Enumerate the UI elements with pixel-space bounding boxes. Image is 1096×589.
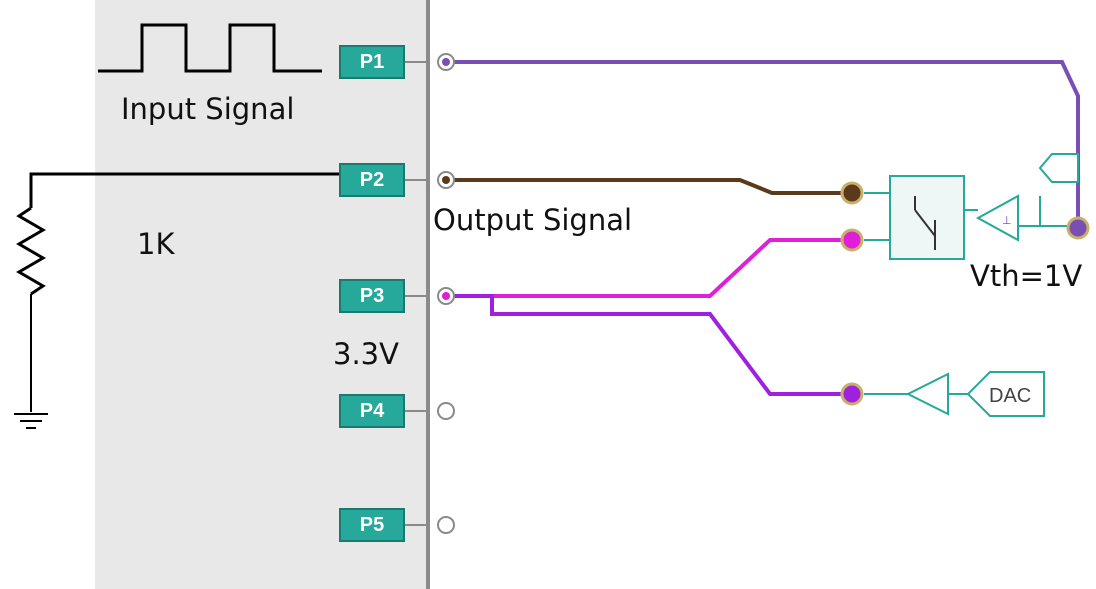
comparator-icon[interactable] [975,153,1079,242]
threshold-label: Vth=1V [970,259,1083,293]
wire-p1-to-comparator [446,60,1080,226]
ground-icon [14,413,48,429]
output-signal-label: Output Signal [433,203,633,237]
pin-p3[interactable]: P3 [339,279,405,313]
resistor-icon [16,206,46,296]
switch-input-connector[interactable] [840,181,864,205]
wire-p3-to-switch [446,238,852,298]
wire-p3-to-dac [446,294,852,396]
square-wave-icon [98,23,322,73]
dac-label: DAC [989,385,1031,407]
wire-p2-to-switch [446,178,852,195]
switch-block[interactable] [864,175,978,260]
pin-bus-line [426,0,430,589]
switch-control-connector[interactable] [840,228,864,252]
voltage-label: 3.3V [333,337,399,371]
dac-output-connector[interactable] [840,382,864,406]
input-signal-label: Input Signal [121,92,295,126]
comparator-symbol: ⊥ [1002,215,1012,227]
pin-p5-connector[interactable] [437,516,455,534]
dac-block[interactable] [864,371,1045,417]
p2-external-wire [29,172,339,208]
pin-p2[interactable]: P2 [339,163,405,197]
comparator-input-connector[interactable] [1066,216,1090,240]
pin-p1[interactable]: P1 [339,45,405,79]
resistor-label: 1K [137,227,175,261]
pin-p4-connector[interactable] [437,402,455,420]
pin-p5[interactable]: P5 [339,508,405,542]
pin-p4[interactable]: P4 [339,394,405,428]
